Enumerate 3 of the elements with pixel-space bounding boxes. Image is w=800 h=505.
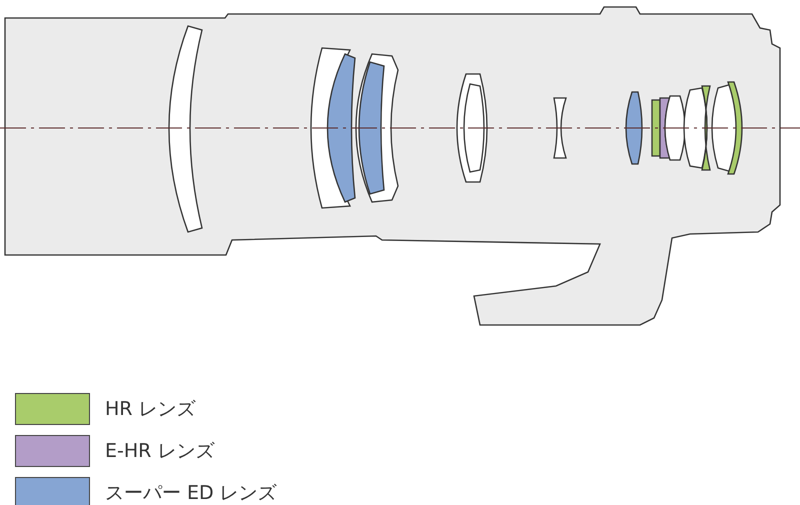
legend-label: HR レンズ xyxy=(105,397,196,422)
legend-label: スーパー ED レンズ xyxy=(105,481,277,505)
legend-label: E-HR レンズ xyxy=(105,439,214,464)
